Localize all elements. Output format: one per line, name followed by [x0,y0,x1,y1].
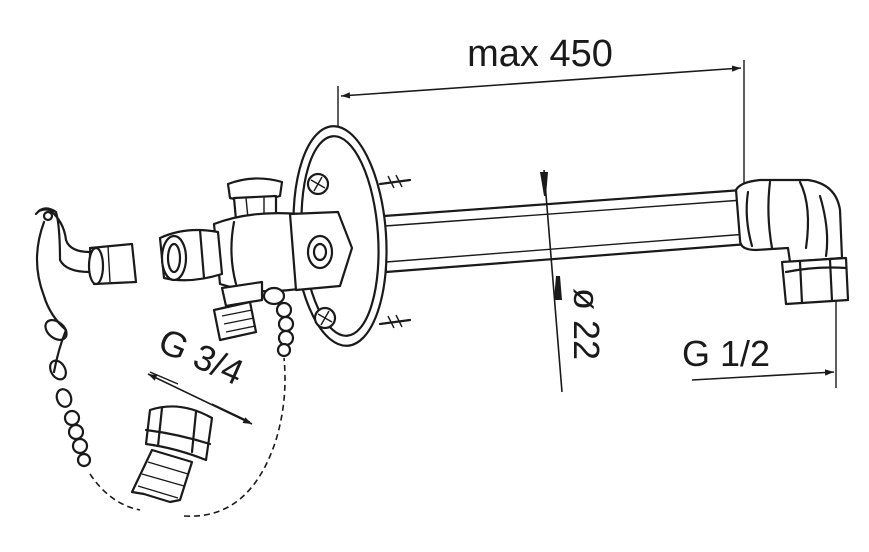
valve-chain [275,301,295,358]
screw-top [306,172,330,196]
assembly-guide-lines [89,357,286,517]
pipe [382,188,750,274]
length-label: max 450 [467,33,613,75]
cap-with-chain [34,207,138,468]
length-dimension: max 450 [337,33,745,188]
elbow-fitting [734,178,850,306]
wall-anchor-top [378,174,412,189]
diameter-dimension: ø 22 [540,169,607,393]
inlet-thread-label: G 1/2 [682,333,770,374]
valve-body [158,177,354,342]
screw-bottom [313,306,337,330]
hose-connector [130,405,214,504]
wall-anchor-bottom [378,314,412,329]
inlet-thread-dimension: G 1/2 [682,300,837,388]
diameter-label: ø 22 [566,288,607,360]
